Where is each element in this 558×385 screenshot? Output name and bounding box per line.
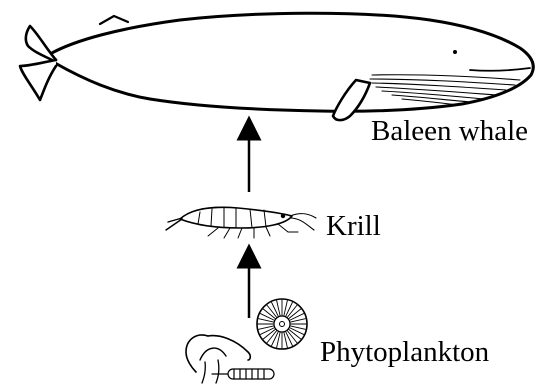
chain-diatom-icon <box>212 369 274 379</box>
label-baleen-whale: Baleen whale <box>371 117 528 146</box>
label-phytoplankton: Phytoplankton <box>320 338 489 367</box>
diatom-disc-icon <box>257 299 307 349</box>
label-krill: Krill <box>326 212 381 241</box>
krill-icon <box>166 207 316 238</box>
whale-icon <box>20 13 533 120</box>
phytoplankton-icon <box>186 299 307 383</box>
